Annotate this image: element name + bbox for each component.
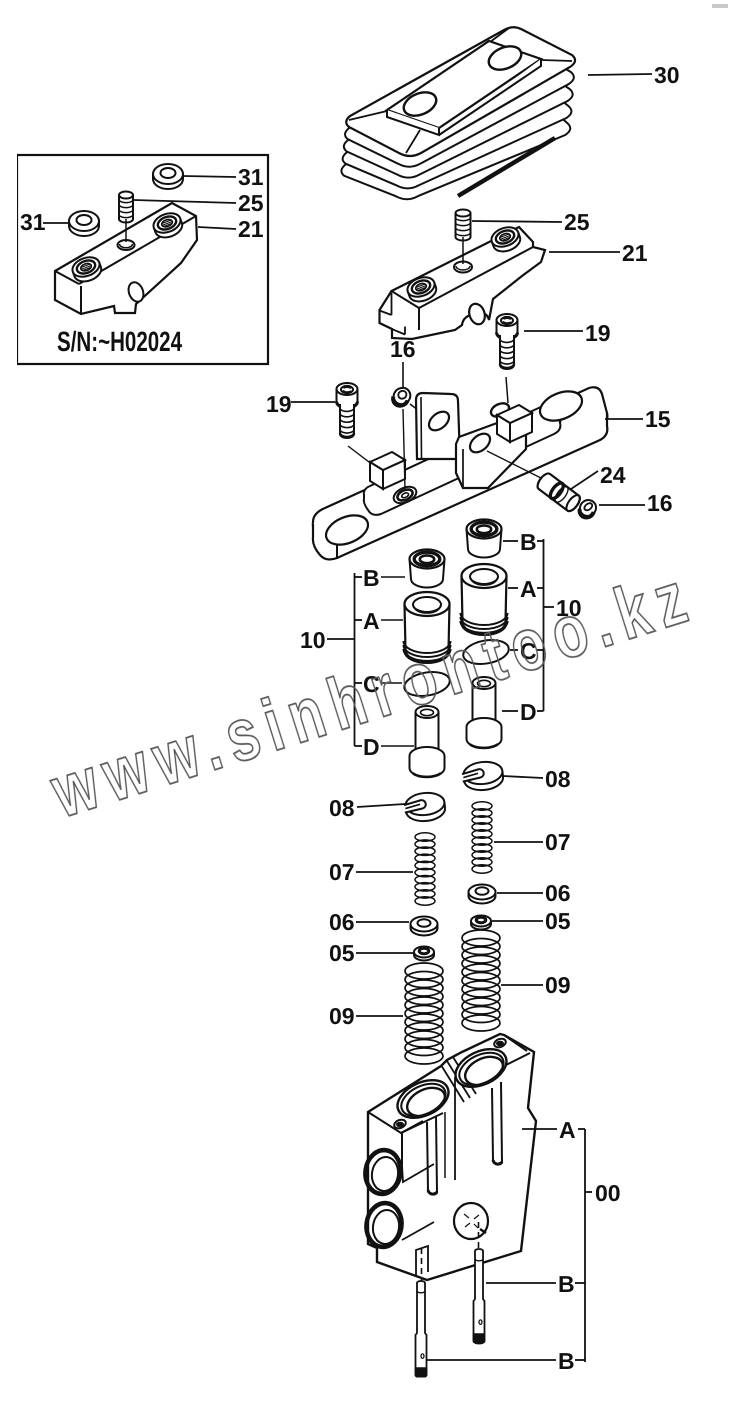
svg-text:00: 00 — [595, 1180, 621, 1206]
svg-text:07: 07 — [545, 829, 571, 855]
svg-text:B: B — [520, 529, 537, 555]
svg-text:31: 31 — [238, 164, 264, 190]
svg-text:21: 21 — [238, 216, 264, 242]
svg-text:19: 19 — [585, 320, 611, 346]
svg-text:10: 10 — [556, 595, 582, 621]
svg-text:24: 24 — [600, 462, 626, 488]
svg-text:08: 08 — [545, 766, 571, 792]
svg-text:B: B — [558, 1348, 575, 1374]
svg-text:25: 25 — [238, 190, 264, 216]
svg-text:C: C — [520, 638, 537, 664]
svg-text:31: 31 — [20, 209, 46, 235]
svg-text:A: A — [363, 608, 380, 634]
svg-text:S/N:~H02024: S/N:~H02024 — [57, 326, 182, 357]
svg-text:19: 19 — [266, 391, 292, 417]
svg-text:D: D — [363, 734, 380, 760]
svg-text:06: 06 — [545, 880, 571, 906]
svg-text:09: 09 — [329, 1003, 355, 1029]
svg-text:16: 16 — [647, 490, 673, 516]
svg-text:10: 10 — [300, 627, 326, 653]
svg-text:08: 08 — [329, 795, 355, 821]
svg-text:B: B — [363, 565, 380, 591]
svg-text:06: 06 — [329, 909, 355, 935]
svg-text:09: 09 — [545, 972, 571, 998]
svg-text:B: B — [558, 1271, 575, 1297]
svg-text:30: 30 — [654, 62, 680, 88]
svg-text:C: C — [363, 671, 380, 697]
svg-text:A: A — [520, 576, 537, 602]
svg-text:05: 05 — [329, 940, 355, 966]
svg-text:D: D — [520, 699, 537, 725]
svg-text:25: 25 — [564, 209, 590, 235]
svg-text:05: 05 — [545, 908, 571, 934]
svg-text:15: 15 — [645, 406, 671, 432]
svg-text:16: 16 — [390, 336, 416, 362]
svg-text:21: 21 — [622, 240, 648, 266]
svg-text:A: A — [559, 1117, 576, 1143]
svg-text:07: 07 — [329, 859, 355, 885]
